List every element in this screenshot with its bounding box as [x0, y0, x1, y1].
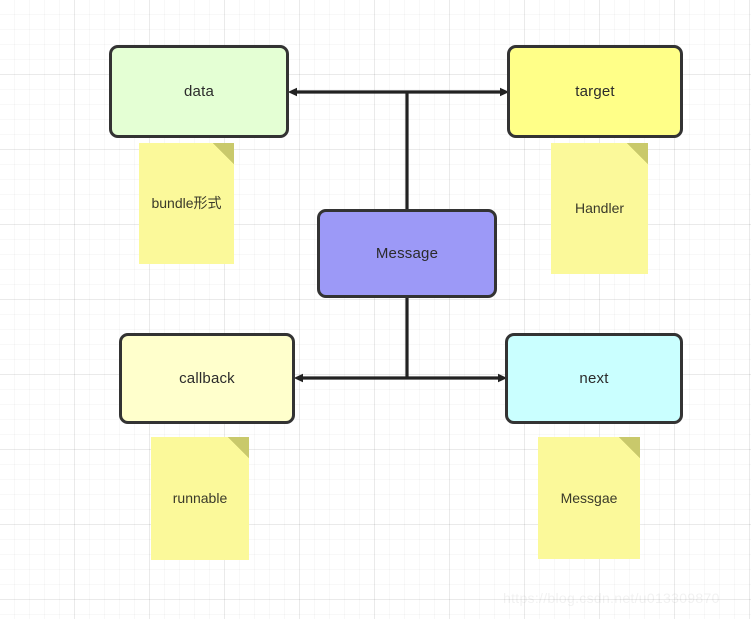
node-callback-label: callback	[179, 370, 235, 387]
sticky-note-messgae[interactable]: Messgae	[538, 437, 640, 559]
sticky-note-bundle[interactable]: bundle形式	[139, 143, 234, 264]
sticky-note-runnable[interactable]: runnable	[151, 437, 249, 560]
sticky-note-handler-label: Handler	[574, 200, 625, 217]
node-data-label: data	[184, 83, 214, 100]
node-data[interactable]: data	[109, 45, 289, 138]
node-message-label: Message	[375, 245, 439, 262]
node-target[interactable]: target	[507, 45, 683, 138]
node-next-label: next	[579, 370, 609, 387]
sticky-note-bundle-label: bundle形式	[151, 195, 222, 212]
sticky-note-messgae-label: Messgae	[560, 489, 618, 506]
sticky-note-handler[interactable]: Handler	[551, 143, 648, 274]
node-callback[interactable]: callback	[119, 333, 295, 424]
node-target-label: target	[575, 83, 615, 100]
node-next[interactable]: next	[505, 333, 683, 424]
node-message[interactable]: Message	[317, 209, 497, 298]
page-fold-icon	[619, 437, 640, 458]
page-fold-icon	[228, 437, 249, 458]
page-fold-icon	[213, 143, 234, 164]
page-fold-icon	[627, 143, 648, 164]
sticky-note-runnable-label: runnable	[172, 490, 228, 507]
watermark: https://blog.csdn.net/u013309870	[503, 590, 720, 606]
